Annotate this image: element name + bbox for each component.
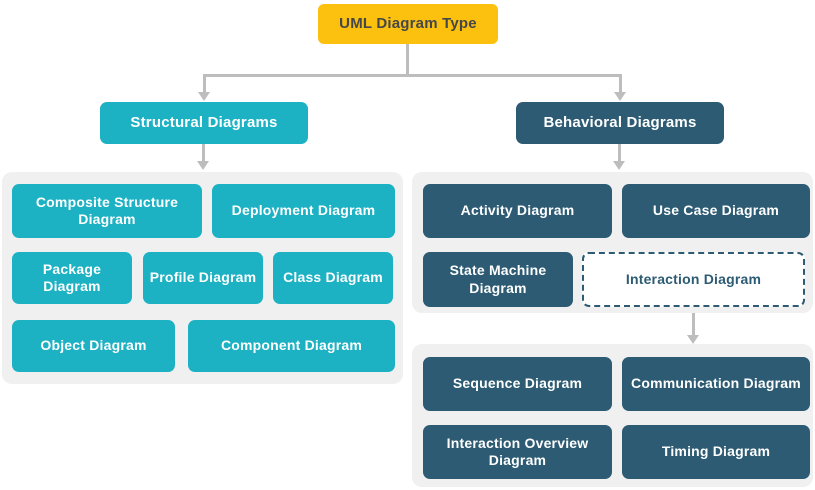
node-sequence-diagram: Sequence Diagram [423,357,612,411]
node-uml-diagram-type: UML Diagram Type [318,4,498,44]
node-activity-diagram: Activity Diagram [423,184,612,238]
node-deployment-diagram: Deployment Diagram [212,184,395,238]
node-interaction-diagram: Interaction Diagram [582,252,805,307]
node-object-diagram: Object Diagram [12,320,175,372]
arrow-to-structural [198,92,210,101]
arrow-to-behavioral [614,92,626,101]
node-profile-diagram: Profile Diagram [143,252,263,304]
connector-branch-horizontal [203,74,622,77]
connector-root-stem [406,44,409,76]
node-interaction-overview-diagram: Interaction Overview Diagram [423,425,612,479]
connector-structural-to-group [202,144,205,162]
node-structural-diagrams: Structural Diagrams [100,102,308,144]
node-behavioral-diagrams: Behavioral Diagrams [516,102,724,144]
connector-interaction-to-group [692,307,695,336]
node-timing-diagram: Timing Diagram [622,425,810,479]
arrow-to-structural-group [197,161,209,170]
connector-structural-stem [203,74,206,93]
arrow-to-interaction-group [687,335,699,344]
node-package-diagram: Package Diagram [12,252,132,304]
connector-behavioral-stem [619,74,622,93]
node-class-diagram: Class Diagram [273,252,393,304]
node-use-case-diagram: Use Case Diagram [622,184,810,238]
node-component-diagram: Component Diagram [188,320,395,372]
node-composite-structure-diagram: Composite Structure Diagram [12,184,202,238]
arrow-to-behavioral-group [613,161,625,170]
connector-behavioral-to-group [618,144,621,162]
node-state-machine-diagram: State Machine Diagram [423,252,573,307]
node-communication-diagram: Communication Diagram [622,357,810,411]
